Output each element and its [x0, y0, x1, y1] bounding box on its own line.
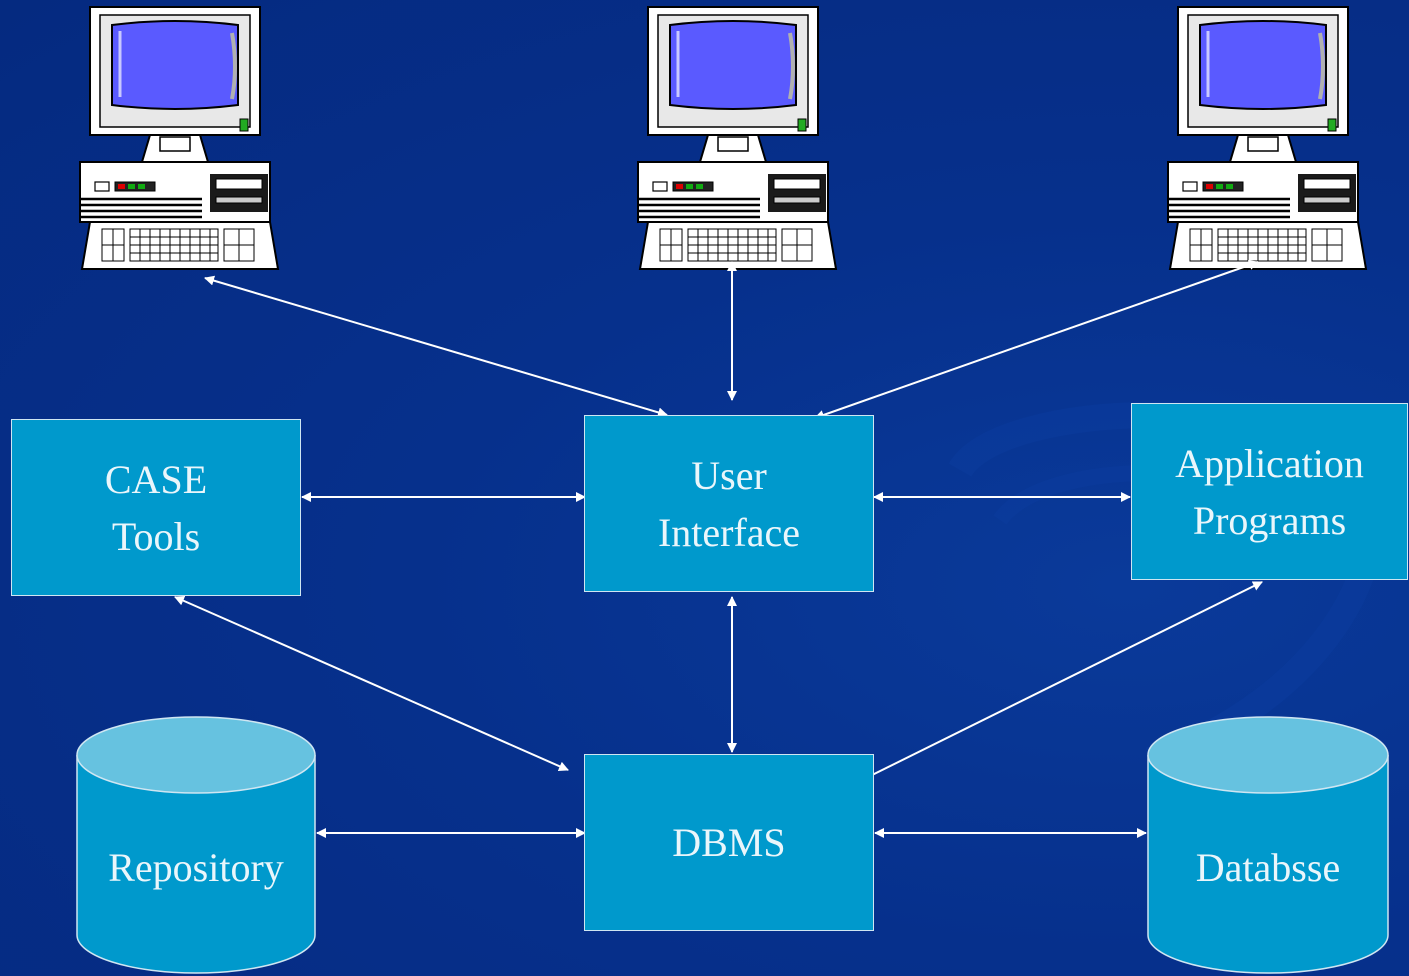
application-programs-label-line2: Programs [1192, 497, 1347, 543]
case-tools-label-line1: CASE [104, 456, 208, 502]
computer-icon-right [1166, 5, 1368, 271]
database-label: Databsse [1195, 845, 1341, 890]
application-programs-label-line1: Application [1175, 440, 1364, 486]
connector-left-computer-ui [204, 275, 668, 418]
dbms-label: DBMS [672, 820, 786, 865]
connector-right-computer-ui [814, 260, 1259, 420]
connectors [174, 260, 1263, 838]
user-interface-label-line2: Interface [657, 509, 801, 555]
repository-label: Repository [108, 845, 284, 890]
user-interface-box: User Interface [584, 415, 874, 592]
connector-application-dbms [861, 581, 1263, 781]
case-tools-box: CASE Tools [11, 419, 301, 596]
computer-icon-left [78, 5, 280, 271]
connector-case-dbms [174, 596, 569, 771]
user-interface-label-line1: User [691, 452, 767, 498]
case-tools-label-line2: Tools [111, 513, 201, 559]
application-programs-box: Application Programs [1131, 403, 1408, 580]
dbms-box: DBMS [584, 754, 874, 931]
computer-icon-center [636, 5, 838, 271]
